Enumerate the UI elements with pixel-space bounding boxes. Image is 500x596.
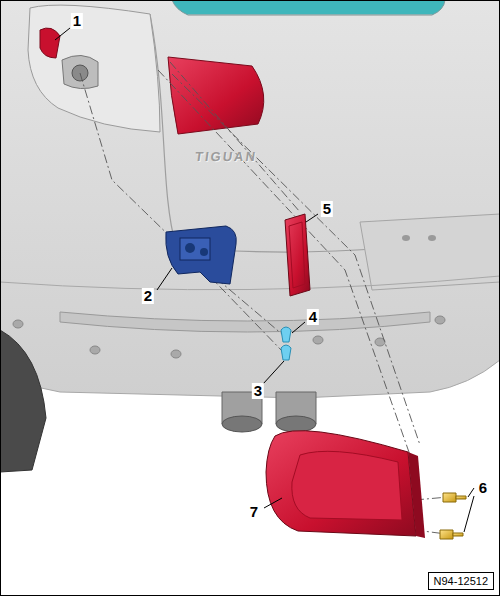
callout-number: 6 <box>477 480 489 496</box>
callout-number: 3 <box>252 383 264 399</box>
model-badge: TIGUAN <box>194 150 258 164</box>
reference-number: N94-12512 <box>434 575 488 587</box>
callout-number: 1 <box>71 13 83 29</box>
callout-number: 7 <box>248 504 260 520</box>
callout-number: 4 <box>307 309 319 325</box>
callout-number: 5 <box>321 201 333 217</box>
reference-box: N94-12512 <box>428 572 494 590</box>
callout-number: 2 <box>142 288 154 304</box>
